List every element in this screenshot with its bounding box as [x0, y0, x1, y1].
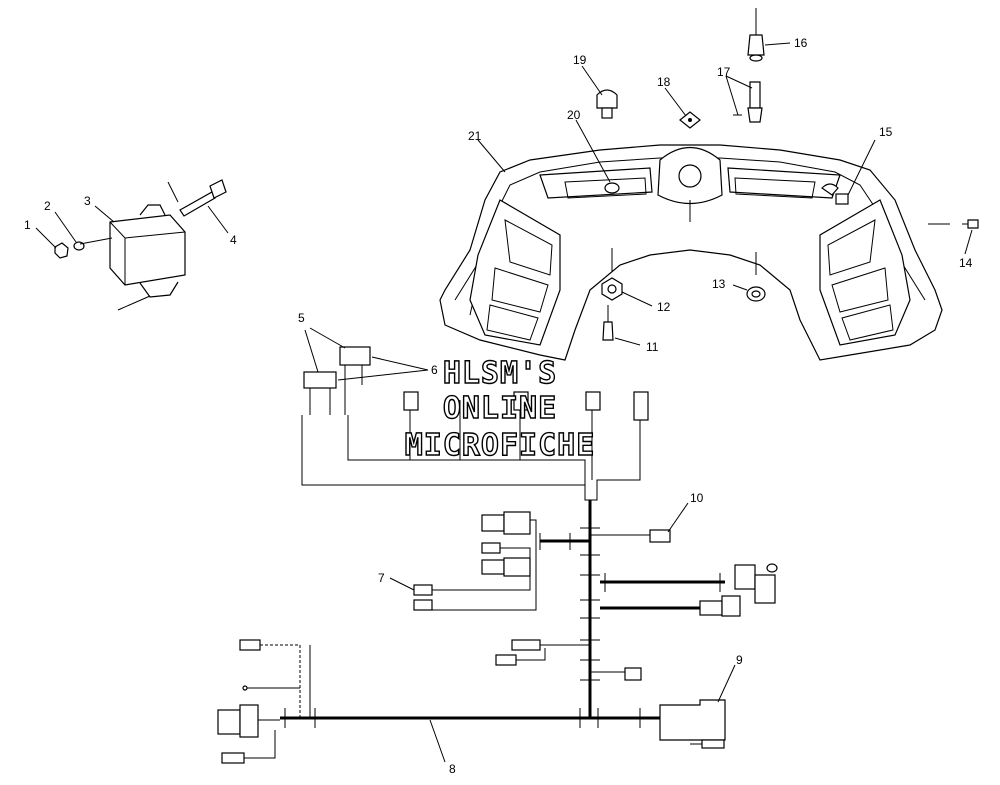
callout-7: 7	[378, 571, 385, 585]
callout-14: 14	[959, 256, 973, 270]
callout-13: 13	[712, 277, 726, 291]
nut-part-12	[601, 248, 623, 301]
callout-6: 6	[431, 363, 438, 377]
callout-18: 18	[657, 75, 671, 89]
socket-part-16	[747, 8, 765, 62]
callout-10: 10	[690, 491, 704, 505]
wiring-harness	[217, 346, 778, 764]
callout-1: 1	[24, 218, 31, 232]
screw-part-14	[928, 219, 979, 229]
callout-3: 3	[84, 194, 91, 208]
watermark-line-2: ONLINE	[443, 391, 557, 426]
leader-lines	[35, 42, 973, 763]
fuse-part-11	[602, 305, 614, 341]
callout-9: 9	[736, 653, 743, 667]
callout-4: 4	[230, 233, 237, 247]
callout-labels: 1 2 3 4 5 6 7 8 9 10 11 12 13 14 15 16 1…	[24, 36, 973, 776]
watermark: HLSM'S ONLINE MICROFICHE	[404, 355, 596, 463]
callout-16: 16	[794, 36, 808, 50]
dash-panel	[439, 144, 943, 361]
bulb-part-17	[733, 81, 763, 123]
callout-19: 19	[573, 53, 587, 67]
callout-20: 20	[567, 108, 581, 122]
callout-12: 12	[657, 300, 671, 314]
watermark-line-3: MICROFICHE	[405, 428, 596, 463]
callout-21: 21	[468, 129, 482, 143]
callout-8: 8	[449, 762, 456, 776]
watermark-line-1: HLSM'S	[443, 356, 557, 391]
callout-17: 17	[717, 65, 731, 79]
callout-15: 15	[879, 125, 893, 139]
grommet-part-13	[746, 252, 766, 302]
voltage-module	[54, 179, 227, 311]
callout-11: 11	[646, 340, 659, 354]
callout-2: 2	[44, 199, 51, 213]
clip-part-18	[679, 111, 701, 129]
callout-5: 5	[298, 311, 305, 325]
switch-part-19	[596, 89, 618, 119]
